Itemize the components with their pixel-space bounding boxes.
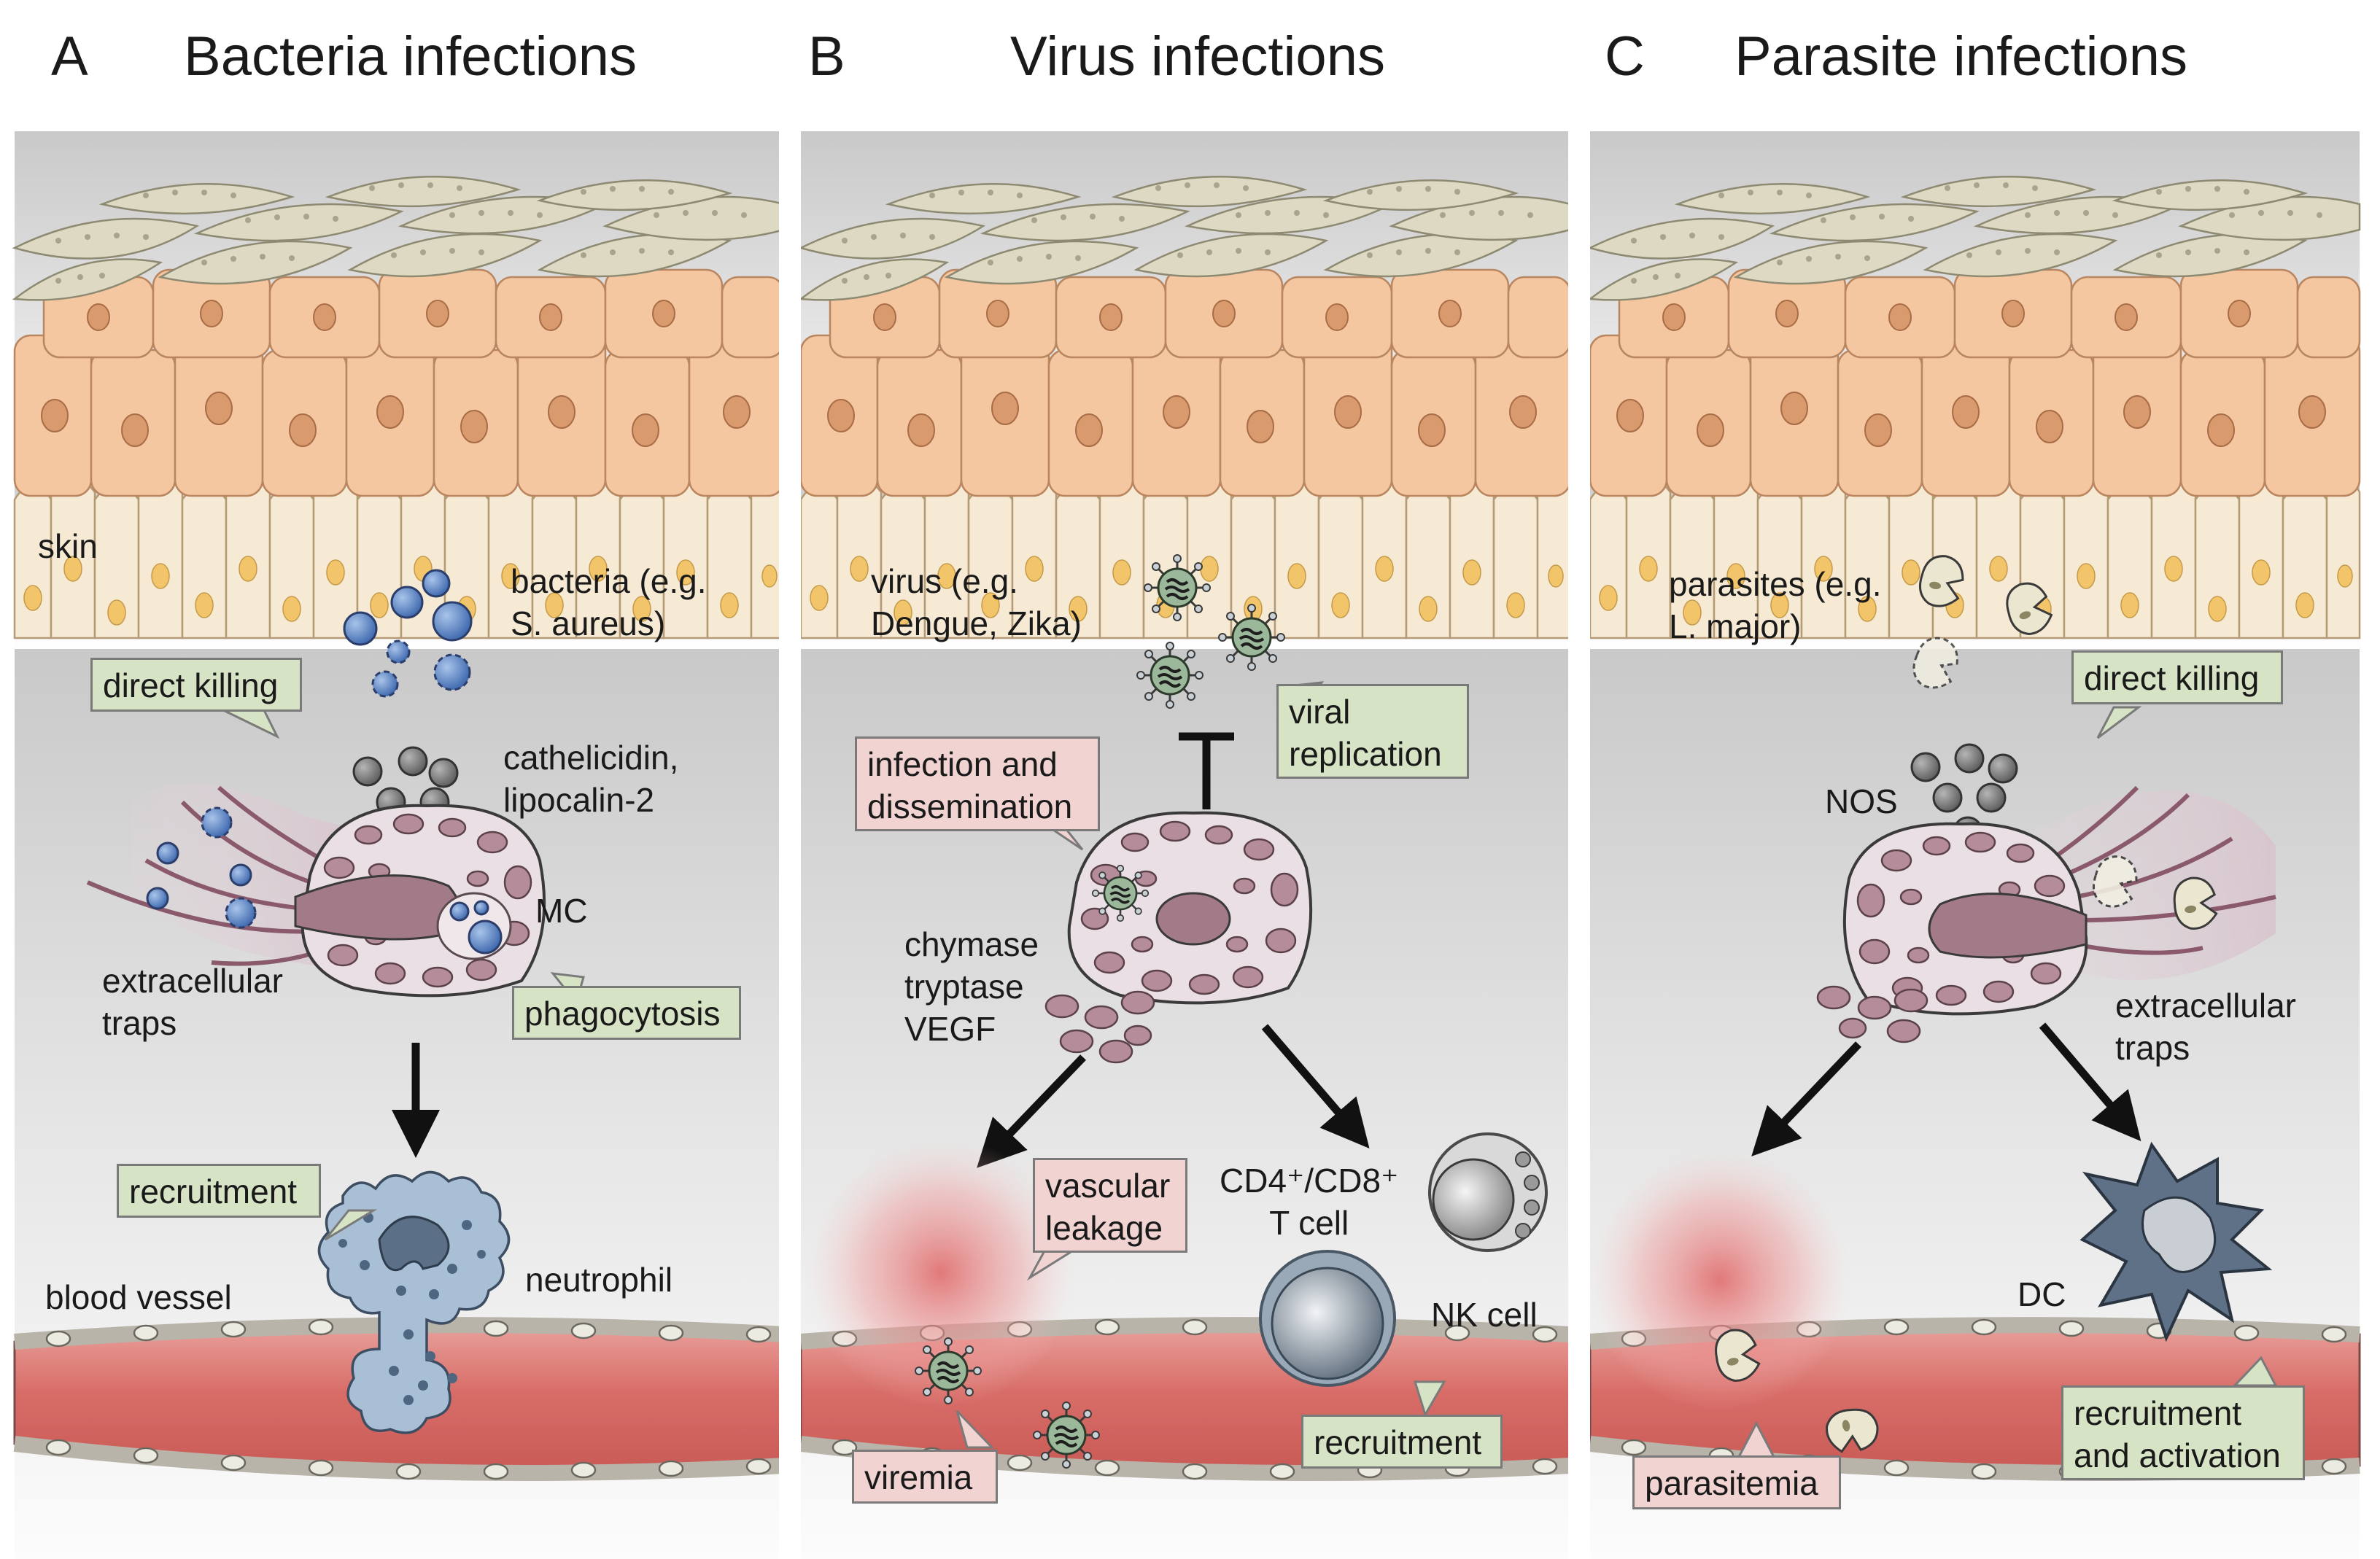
panel-letter-c: C (1605, 26, 1645, 88)
direct-killing-callout-a: direct killing (90, 658, 302, 712)
direct-killing-callout-c: direct killing (2071, 650, 2283, 704)
t-cell-label: CD4⁺/CD8⁺ T cell (1220, 1162, 1399, 1242)
arrow-right-b (1261, 1024, 1370, 1149)
arrow-right-c (2039, 1022, 2141, 1142)
nk-cell-label: NK cell (1431, 1296, 1538, 1334)
neutrophil (317, 1170, 511, 1434)
inhibition-bar (1179, 732, 1234, 809)
t-cell (1259, 1250, 1396, 1387)
mast-cell-b (1067, 811, 1313, 1005)
mast-cell-a (294, 804, 546, 998)
parasite-cluster (1912, 551, 2058, 689)
arrow-left-c (1751, 1041, 1861, 1156)
cathelicidin-label: cathelicidin, lipocalin-2 (503, 739, 679, 819)
infection-dissemination-callout: infection and dissemination (855, 736, 1100, 831)
bacteria-cluster (343, 569, 473, 698)
recruitment-activation-callout: recruitment and activation (2061, 1385, 2305, 1480)
parasitemia-glow-c (1589, 1148, 1851, 1411)
released-granules-b (1044, 990, 1155, 1064)
parasitemia-callout: parasitemia (1632, 1455, 1841, 1509)
bacteria-label: bacteria (e.g. S. aureus) (511, 562, 707, 642)
vascular-leak-glow-b (806, 1138, 1076, 1407)
mast-cell-c (1842, 822, 2088, 1016)
panel-title-bacteria: Bacteria infections (184, 26, 637, 88)
vascular-leakage-callout: vascular leakage (1033, 1158, 1187, 1253)
panel-title-virus: Virus infections (1010, 26, 1385, 88)
mast-cell-label: MC (535, 892, 588, 930)
dendritic-cell (2079, 1141, 2273, 1342)
nk-cell (1428, 1132, 1548, 1252)
panel-letter-b: B (808, 26, 845, 88)
nos-label: NOS (1825, 782, 1898, 820)
blood-vessel-label: blood vessel (45, 1278, 232, 1316)
panel-title-parasite: Parasite infections (1734, 26, 2187, 88)
skin-label: skin (38, 527, 98, 565)
arrow-left-b (977, 1054, 1086, 1168)
viral-replication-callout: viral replication (1276, 684, 1469, 779)
neutrophil-label: neutrophil (525, 1261, 673, 1299)
recruitment-callout-a: recruitment (117, 1164, 321, 1218)
dc-label: DC (2017, 1275, 2066, 1313)
viremia-callout: viremia (852, 1450, 998, 1504)
extracellular-traps-label-c: extracellular traps (2115, 987, 2296, 1067)
extracellular-traps-label-a: extracellular traps (102, 962, 283, 1042)
phagocytosis-callout: phagocytosis (512, 986, 741, 1040)
virus-label: virus (e.g. Dengue, Zika) (871, 562, 1082, 642)
parasites-label: parasites (e.g. L. major) (1669, 565, 1882, 645)
recruitment-callout-b: recruitment (1301, 1415, 1503, 1469)
released-granules-c (1816, 985, 1929, 1043)
panel-letter-a: A (51, 26, 88, 88)
mediators-label: chymase tryptase VEGF (904, 925, 1039, 1048)
